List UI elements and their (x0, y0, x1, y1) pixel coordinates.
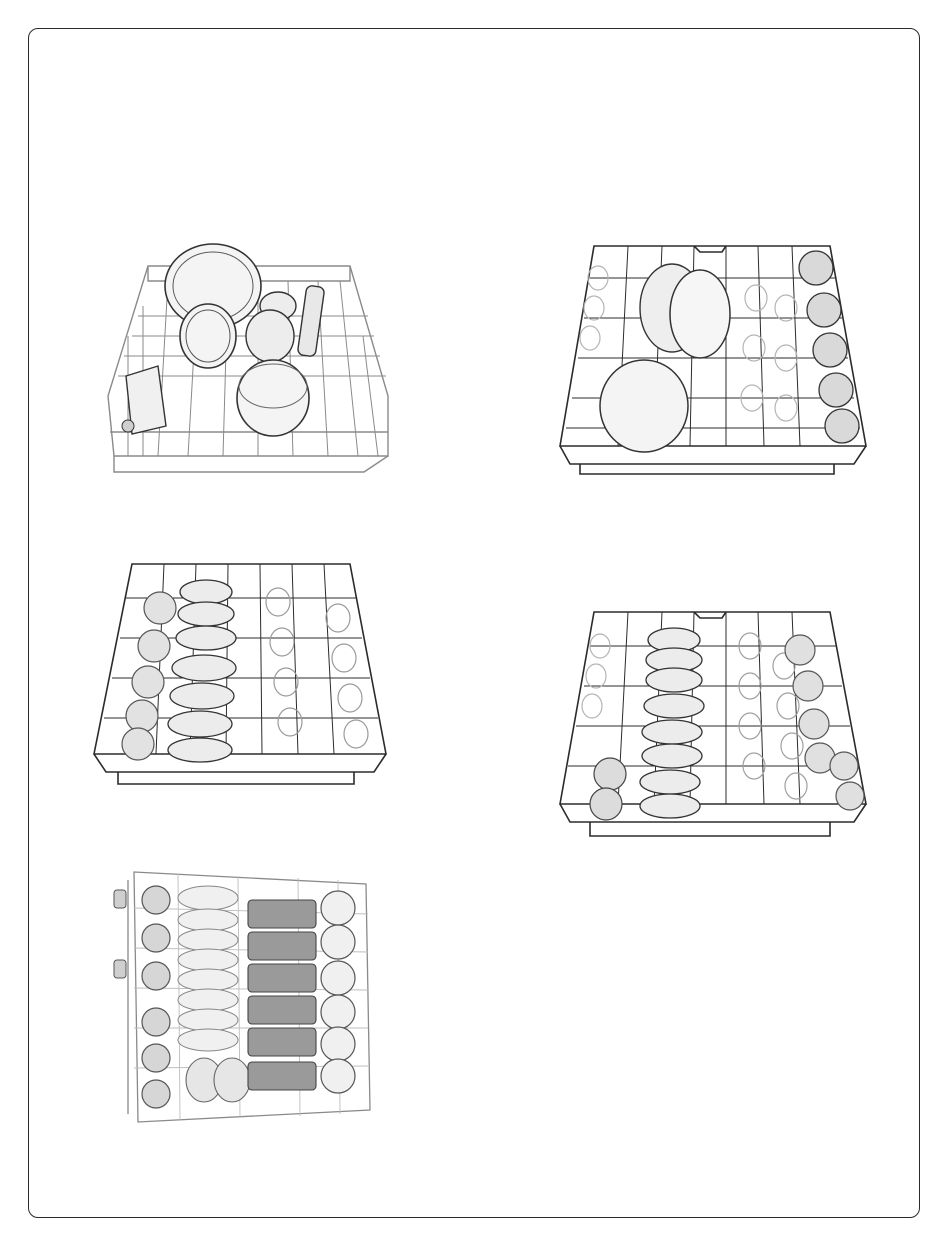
upper-rack-bowls-illustration (554, 238, 868, 480)
upper-rack-bowls-drawing (554, 238, 868, 480)
upper-rack-saucers-drawing (554, 606, 868, 844)
top-view-rack-illustration (108, 868, 372, 1128)
upper-rack-cups-illustration (88, 558, 392, 790)
upper-rack-saucers-illustration (554, 606, 868, 844)
upper-rack-cups-drawing (88, 558, 392, 790)
top-view-rack-drawing (108, 868, 372, 1128)
lower-rack-illustration (88, 236, 394, 486)
lower-rack-drawing (88, 236, 394, 486)
